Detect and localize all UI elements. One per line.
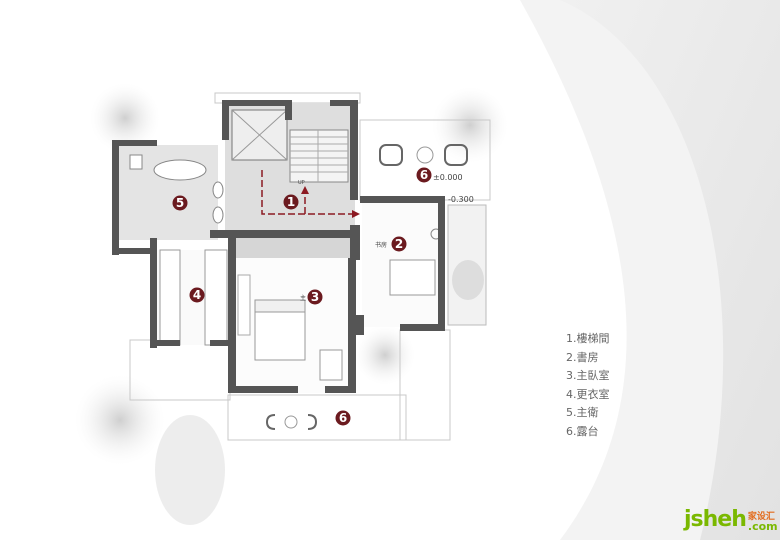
svg-text:5: 5 — [176, 196, 184, 210]
site-logo: jsheh 家设汇 .com — [684, 507, 778, 532]
marker-4: 4 — [189, 287, 205, 303]
stair-up-label: UP — [298, 180, 305, 186]
svg-text:6: 6 — [339, 411, 347, 425]
legend-item: 2.書房 — [566, 350, 599, 364]
study-tag: 书房 — [375, 241, 387, 249]
logo-cn: 家设汇 — [747, 512, 775, 522]
logo-main: jsheh — [684, 507, 747, 532]
marker-6-top: 6 — [416, 167, 432, 183]
logo-suffix: .com — [747, 520, 778, 533]
legend-item: 6.露台 — [566, 424, 599, 438]
terrace-level: ±0.000 — [433, 173, 463, 182]
tree-shadows — [75, 83, 508, 525]
legend-item: 3.主臥室 — [566, 369, 610, 382]
legend-item: 4.更衣室 — [566, 387, 610, 401]
master-tag: 主 — [300, 294, 306, 302]
planter-level: -0.300 — [448, 195, 474, 204]
marker-1: 1 — [283, 194, 299, 210]
svg-text:1: 1 — [287, 195, 295, 209]
room-legend: 1.樓梯間 2.書房 3.主臥室 4.更衣室 5.主衛 6.露台 — [566, 330, 610, 441]
background-curve — [560, 0, 780, 540]
svg-text:4: 4 — [193, 288, 201, 302]
marker-6-bottom: 6 — [335, 410, 351, 426]
svg-text:3: 3 — [311, 290, 319, 304]
room-markers: 1 2 3 4 5 6 6 — [172, 167, 432, 426]
stair-route-arrow — [261, 170, 355, 215]
legend-item: 5.主衛 — [566, 406, 599, 419]
marker-2: 2 — [391, 236, 407, 252]
svg-text:2: 2 — [395, 237, 403, 251]
marker-3: 3 — [307, 289, 323, 305]
walls — [112, 100, 445, 393]
marker-5: 5 — [172, 195, 188, 211]
svg-text:6: 6 — [420, 168, 428, 182]
legend-item: 1.樓梯間 — [566, 332, 610, 345]
